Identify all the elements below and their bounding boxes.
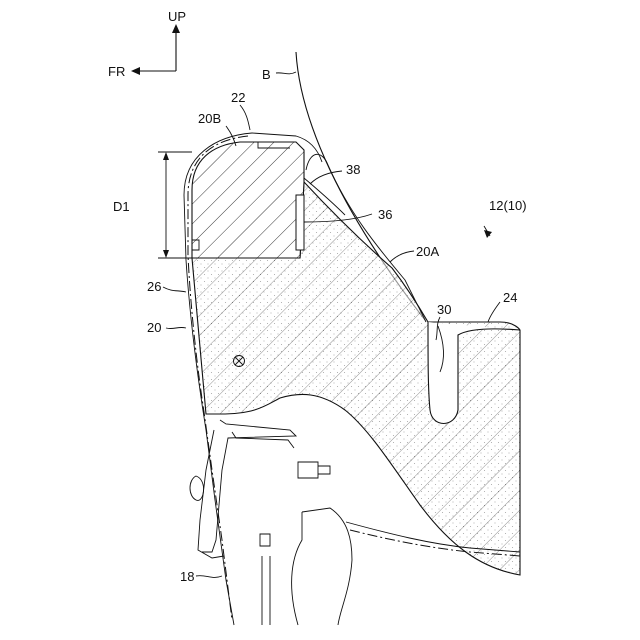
label-36: 36 xyxy=(378,207,392,222)
leader-26 xyxy=(163,287,186,292)
leader-18 xyxy=(196,576,222,578)
label-24: 24 xyxy=(503,290,517,305)
leader-20a xyxy=(390,251,414,262)
label-20a: 20A xyxy=(416,244,439,259)
clip xyxy=(190,476,204,500)
leader-20 xyxy=(166,327,186,328)
leader-38 xyxy=(310,171,342,184)
label-18: 18 xyxy=(180,569,194,584)
leader-b xyxy=(276,72,296,74)
label-30: 30 xyxy=(437,302,451,317)
block-20b xyxy=(192,142,304,258)
label-26: 26 xyxy=(147,279,161,294)
label-22: 22 xyxy=(231,90,245,105)
leader-24 xyxy=(488,302,500,322)
label-b: B xyxy=(262,67,271,82)
label-d1: D1 xyxy=(113,199,130,214)
dimension-d1: D1 xyxy=(113,152,192,258)
fastener xyxy=(298,462,318,478)
lower-rail-left xyxy=(292,512,302,625)
label-38: 38 xyxy=(346,162,360,177)
vertical-rod xyxy=(262,556,270,625)
label-20: 20 xyxy=(147,320,161,335)
fastener-tip xyxy=(318,466,330,474)
leader-22 xyxy=(240,105,250,130)
bracket-arm xyxy=(232,432,294,448)
lower-rail-right xyxy=(302,508,352,625)
up-arrow-head xyxy=(172,24,180,33)
label-20b: 20B xyxy=(198,111,221,126)
small-box xyxy=(260,534,270,546)
label-up: UP xyxy=(168,9,186,24)
label-fr: FR xyxy=(108,64,125,79)
direction-indicator: UP FR xyxy=(108,9,186,79)
label-12: 12(10) xyxy=(489,198,527,213)
fr-arrow-head xyxy=(131,67,140,75)
